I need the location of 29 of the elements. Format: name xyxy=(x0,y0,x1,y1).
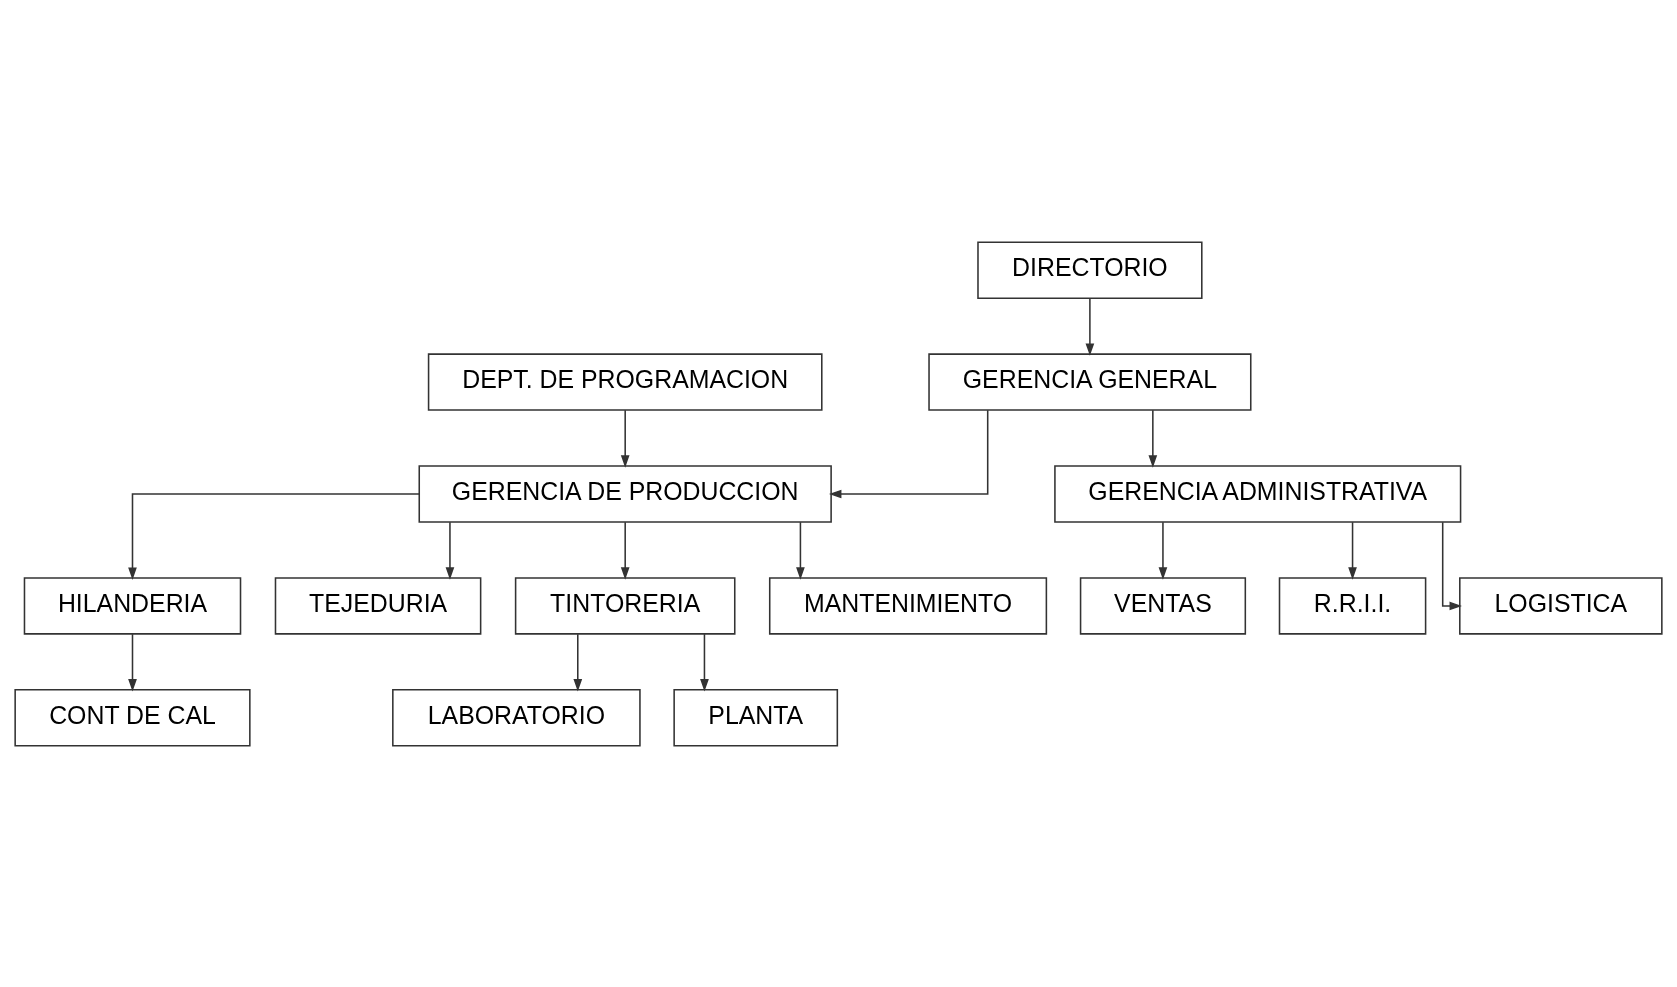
arrow xyxy=(1148,409,1158,468)
arrow xyxy=(1085,297,1095,356)
node-box: CONT DE CAL xyxy=(14,688,251,747)
node-box: PLANTA xyxy=(673,688,839,747)
arrow xyxy=(1158,520,1168,580)
node-box: LOGISTICA xyxy=(1459,576,1663,635)
arrow xyxy=(796,520,805,580)
node-box: TEJEDURIA xyxy=(274,576,482,635)
arrow xyxy=(445,520,455,580)
node-box: HILANDERIA xyxy=(23,576,242,635)
node-box: MANTENIMIENTO xyxy=(768,576,1048,635)
arrow xyxy=(1441,520,1462,610)
arrow xyxy=(128,632,137,692)
arrow xyxy=(573,632,583,692)
arrow xyxy=(700,632,709,692)
node-box: GERENCIA GENERAL xyxy=(928,352,1252,411)
node-box: GERENCIA ADMINISTRATIVA xyxy=(1054,464,1462,523)
arrow xyxy=(128,492,420,580)
node-box: DEPT. DE PROGRAMACION xyxy=(427,352,823,411)
node-box: TINTORERIA xyxy=(514,576,736,635)
arrow xyxy=(620,520,630,580)
node-box: GERENCIA DE PRODUCCION xyxy=(418,464,832,523)
arrow xyxy=(829,409,989,498)
arrow xyxy=(1348,520,1357,580)
node-box: DIRECTORIO xyxy=(977,240,1203,299)
node-box: VENTAS xyxy=(1079,576,1247,635)
node-box: R.R.I.I. xyxy=(1278,576,1427,635)
arrow xyxy=(620,409,630,468)
node-box: LABORATORIO xyxy=(392,688,641,747)
